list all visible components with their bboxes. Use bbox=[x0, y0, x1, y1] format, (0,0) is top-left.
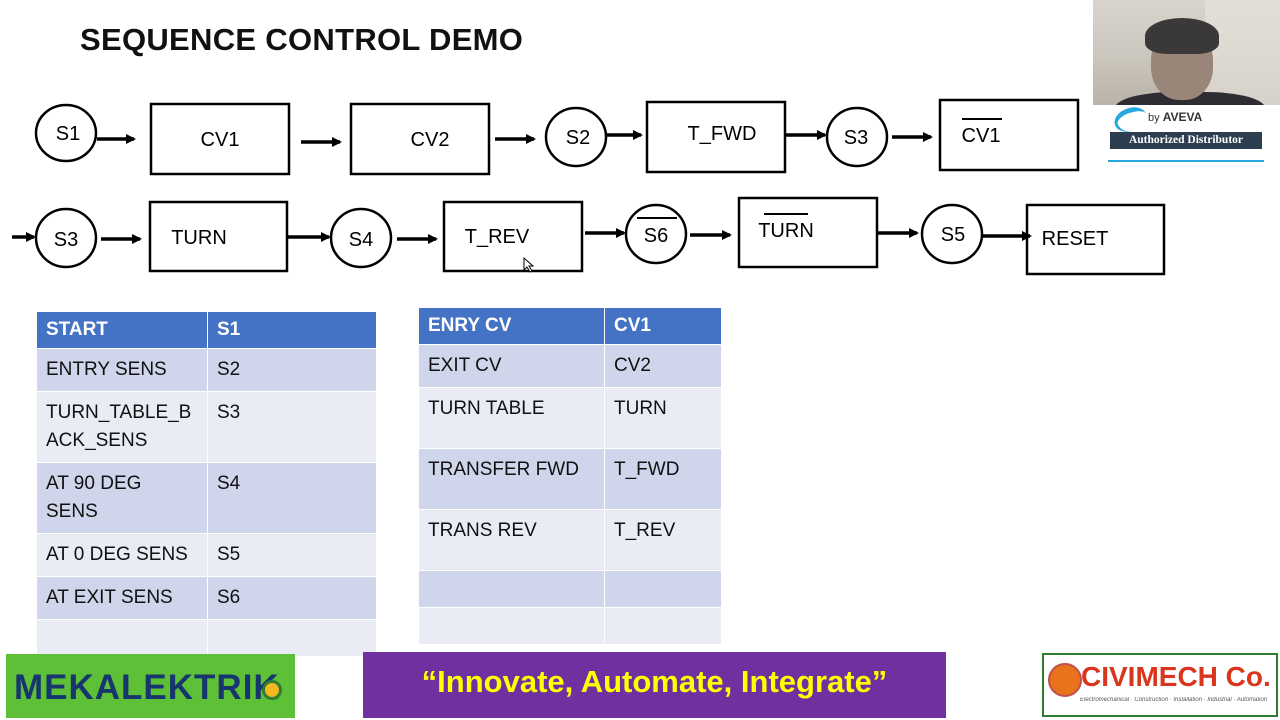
label-reset: RESET bbox=[1042, 228, 1109, 250]
civimech-logo: CIVIMECH Co. Electromechanical · Constru… bbox=[1042, 653, 1278, 717]
table-cell: AT 0 DEG SENS bbox=[37, 533, 208, 577]
step-box-t-fwd bbox=[645, 100, 787, 174]
civimech-logo-text: CIVIMECH Co. bbox=[1081, 661, 1271, 692]
mekalektrik-logo-text: MEKALEKTRIK bbox=[14, 668, 280, 707]
step-circle-s5 bbox=[920, 203, 984, 265]
step-box-cv2 bbox=[349, 102, 491, 176]
table-header-cell: CV1 bbox=[604, 308, 722, 345]
mouse-cursor-icon bbox=[523, 256, 535, 273]
aveva-brand: AVEVA bbox=[1162, 110, 1203, 124]
table-cell: S5 bbox=[207, 533, 377, 577]
table-cell bbox=[37, 619, 208, 657]
label-t-rev: T_REV bbox=[465, 226, 530, 248]
table-cell: S6 bbox=[207, 576, 377, 620]
table-cell: T_REV bbox=[604, 509, 722, 571]
table-cell: S4 bbox=[207, 462, 377, 534]
video-background bbox=[1205, 0, 1280, 105]
table-cell: CV2 bbox=[604, 344, 722, 388]
step-circle-s3 bbox=[825, 106, 889, 168]
presenter-webcam-video bbox=[1093, 0, 1280, 105]
aveva-distributor-logo: by AVEVA Authorized Distributor bbox=[1108, 103, 1264, 164]
table-cell: AT EXIT SENS bbox=[37, 576, 208, 620]
label-s4: S4 bbox=[349, 229, 373, 251]
aveva-by: by bbox=[1148, 112, 1160, 124]
table-cell: TURN bbox=[604, 387, 722, 449]
table-cell bbox=[604, 607, 722, 645]
label-turn: TURN bbox=[171, 227, 227, 249]
step-box-t-rev bbox=[442, 200, 584, 273]
table-cell: ENTRY SENS bbox=[37, 348, 208, 392]
step-circle-s1 bbox=[34, 103, 98, 163]
table-cell: TURN_TABLE_B ACK_SENS bbox=[37, 391, 208, 463]
mekalektrik-logo: MEKALEKTRIK bbox=[6, 654, 295, 718]
authorized-distributor-badge: Authorized Distributor bbox=[1110, 132, 1262, 149]
table-cell: S2 bbox=[207, 348, 377, 392]
label-s1: S1 bbox=[56, 123, 80, 145]
label-s6-not: S6 bbox=[644, 225, 668, 247]
slogan-banner: “Innovate, Automate, Integrate” bbox=[363, 652, 946, 718]
table-header-cell: ENRY CV bbox=[419, 308, 605, 345]
step-circle-s4 bbox=[329, 207, 393, 269]
table-cell: TURN TABLE bbox=[419, 387, 605, 449]
label-s2: S2 bbox=[566, 127, 590, 149]
aveva-underline bbox=[1108, 160, 1264, 162]
table-cell: TRANSFER FWD bbox=[419, 448, 605, 510]
step-box-cv1-not bbox=[938, 98, 1080, 172]
table-cell: EXIT CV bbox=[419, 344, 605, 388]
civimech-tagline: Electromechanical · Construction · Insta… bbox=[1080, 697, 1268, 703]
table-header-cell: START bbox=[37, 312, 208, 349]
label-turn-not: TURN bbox=[758, 220, 814, 242]
table-cell bbox=[604, 570, 722, 608]
step-circle-s3-row2 bbox=[34, 207, 98, 269]
table-cell bbox=[419, 570, 605, 608]
step-box-turn-not bbox=[737, 196, 879, 269]
step-box-turn bbox=[148, 200, 289, 273]
sequence-flow-diagram: S1 CV1 CV2 S2 T_FWD S3 CV1 S3 TURN S4 T_… bbox=[12, 98, 1166, 276]
aveva-swoosh-icon bbox=[1111, 103, 1150, 136]
table-cell: AT 90 DEG SENS bbox=[37, 462, 208, 534]
presenter-hair bbox=[1145, 18, 1219, 54]
label-s5: S5 bbox=[941, 224, 965, 246]
table-cell: TRANS REV bbox=[419, 509, 605, 571]
step-circle-s2 bbox=[544, 106, 608, 168]
table-cell bbox=[419, 607, 605, 645]
step-circle-s6-not bbox=[624, 203, 688, 265]
slide-title: SEQUENCE CONTROL DEMO bbox=[80, 22, 524, 57]
table-header-cell: S1 bbox=[207, 312, 377, 349]
slogan-text: “Innovate, Automate, Integrate” bbox=[421, 664, 888, 699]
label-cv1: CV1 bbox=[201, 129, 240, 151]
table-cell bbox=[207, 619, 377, 657]
label-cv1-not: CV1 bbox=[962, 125, 1001, 147]
label-s3: S3 bbox=[844, 127, 868, 149]
label-s3-row2: S3 bbox=[54, 229, 78, 251]
civimech-emblem-icon bbox=[1048, 663, 1082, 697]
table-cell: S3 bbox=[207, 391, 377, 463]
label-t-fwd: T_FWD bbox=[688, 123, 757, 145]
gear-icon bbox=[262, 680, 282, 700]
table-cell: T_FWD bbox=[604, 448, 722, 510]
step-box-cv1 bbox=[149, 102, 291, 176]
label-cv2: CV2 bbox=[411, 129, 450, 151]
